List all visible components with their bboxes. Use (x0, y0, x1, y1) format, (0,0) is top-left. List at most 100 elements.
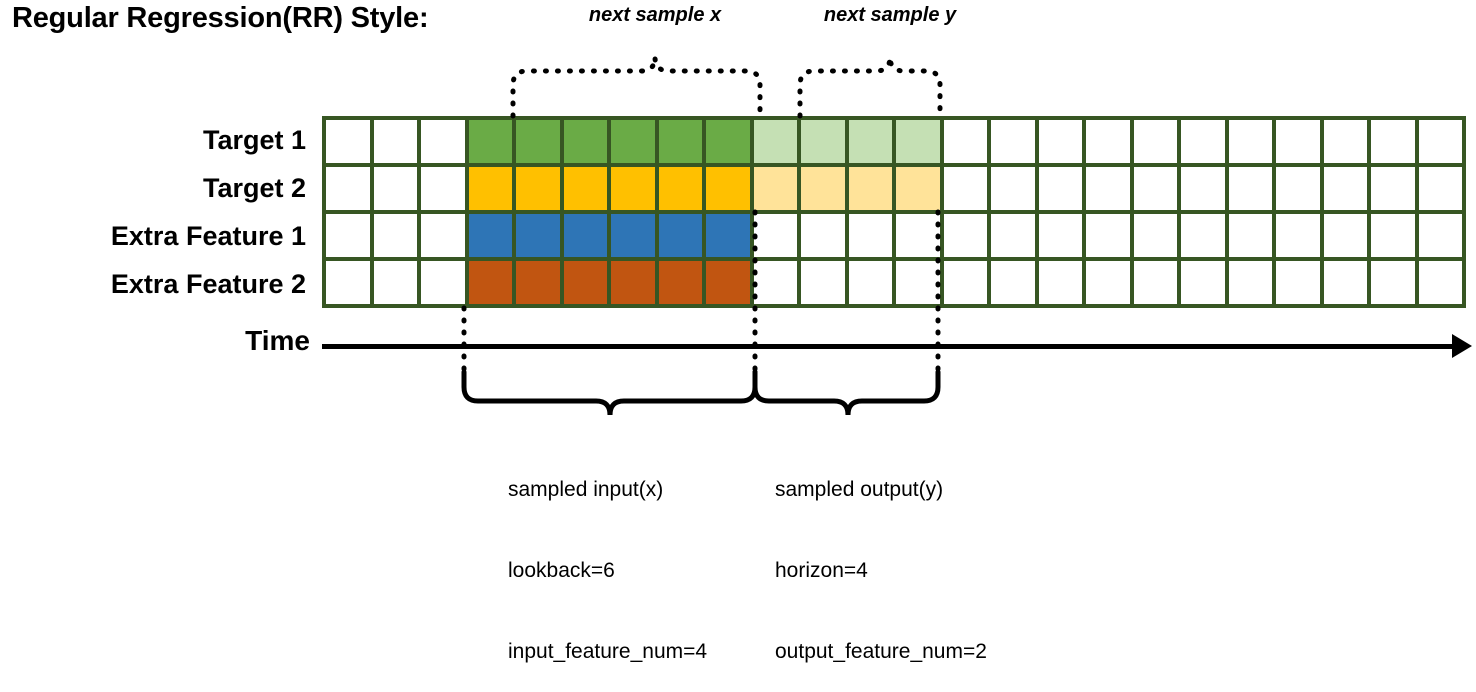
grid-cell (1228, 214, 1272, 257)
row-label-target-1: Target 1 (202, 125, 306, 155)
grid-cell (991, 214, 1035, 257)
grid-cell (373, 120, 417, 163)
grid-cell (801, 261, 845, 304)
grid-cell (801, 214, 845, 257)
grid-cell (801, 167, 845, 210)
grid-cell (373, 167, 417, 210)
grid-cell (1038, 167, 1082, 210)
grid-cell (706, 214, 750, 257)
bottom-brace-sampled-output (752, 369, 941, 416)
grid-cell (516, 261, 560, 304)
grid-cell (658, 120, 702, 163)
grid-cell (1228, 167, 1272, 210)
caption-input-line-1: sampled input(x) (508, 478, 664, 501)
grid-cell (1086, 214, 1130, 257)
grid-cell (563, 214, 607, 257)
grid-cell (1038, 120, 1082, 163)
grid-cell (896, 167, 940, 210)
grid-cell (1418, 214, 1462, 257)
grid-cell (563, 167, 607, 210)
grid-cell (1181, 261, 1225, 304)
grid-cell (563, 261, 607, 304)
grid-cell (706, 120, 750, 163)
time-axis-line (322, 344, 1466, 349)
grid-cell (1418, 120, 1462, 163)
grid-cell (848, 214, 892, 257)
timeseries-grid (322, 116, 1466, 308)
grid-cell (611, 120, 655, 163)
grid-cell (421, 167, 465, 210)
grid-cell (1418, 167, 1462, 210)
grid-cell (1371, 214, 1415, 257)
grid-cell (753, 261, 797, 304)
grid-cell (943, 120, 987, 163)
grid-cell (1323, 261, 1367, 304)
grid-cell (848, 261, 892, 304)
grid-cell (658, 214, 702, 257)
grid-cell (1276, 261, 1320, 304)
next-sample-y-label: next sample y (823, 4, 957, 26)
grid-cell (468, 167, 512, 210)
grid-cell (1133, 261, 1177, 304)
grid-cell (516, 214, 560, 257)
row-label-extra-feature-2: Extra Feature 2 (110, 269, 306, 299)
grid-cell (516, 120, 560, 163)
grid-cell (326, 167, 370, 210)
page-title: Regular Regression(RR) Style: (12, 2, 429, 34)
grid-cell (326, 214, 370, 257)
row-label-target-2: Target 2 (202, 173, 306, 203)
grid-cell (848, 167, 892, 210)
grid-cell (991, 167, 1035, 210)
grid-cell (468, 120, 512, 163)
grid-cell (1181, 167, 1225, 210)
grid-cell (706, 167, 750, 210)
grid-cell (468, 261, 512, 304)
caption-output-line-3: output_feature_num=2 (775, 640, 987, 663)
grid-cell (1371, 261, 1415, 304)
grid-cell (801, 120, 845, 163)
grid-cell (1323, 214, 1367, 257)
grid-cell (421, 214, 465, 257)
grid-cell (896, 120, 940, 163)
grid-cell (1276, 214, 1320, 257)
grid-cell (611, 214, 655, 257)
grid-cell (943, 214, 987, 257)
top-brace-next-sample-x (510, 56, 763, 119)
bottom-brace-sampled-input (461, 369, 758, 416)
caption-output-line-2: horizon=4 (775, 559, 868, 582)
grid-cell (896, 261, 940, 304)
grid-cell (706, 261, 750, 304)
grid-cell (1228, 120, 1272, 163)
grid-cell (943, 167, 987, 210)
caption-input-line-2: lookback=6 (508, 559, 615, 582)
caption-output-line-1: sampled output(y) (775, 478, 944, 501)
time-axis-arrow-icon (1452, 334, 1472, 358)
grid-cell (326, 120, 370, 163)
grid-cell (1323, 167, 1367, 210)
grid-cell (516, 167, 560, 210)
grid-cell (1323, 120, 1367, 163)
grid-cell (658, 167, 702, 210)
grid-cell (468, 214, 512, 257)
grid-cell (848, 120, 892, 163)
grid-cell (1371, 167, 1415, 210)
grid-cell (1181, 214, 1225, 257)
grid-cell (991, 120, 1035, 163)
grid-cell (421, 261, 465, 304)
grid-cell (658, 261, 702, 304)
grid-cell (753, 167, 797, 210)
caption-sampled-output: sampled output(y) horizon=4 output_featu… (775, 422, 987, 692)
grid-cell (991, 261, 1035, 304)
grid-cell (611, 167, 655, 210)
grid-cell (1276, 167, 1320, 210)
grid-cell (1086, 261, 1130, 304)
grid-cell (563, 120, 607, 163)
row-label-extra-feature-1: Extra Feature 1 (110, 221, 306, 251)
caption-sampled-input: sampled input(x) lookback=6 input_featur… (508, 422, 707, 692)
grid-cell (373, 214, 417, 257)
grid-cell (1086, 167, 1130, 210)
grid-cell (896, 214, 940, 257)
grid-cell (1228, 261, 1272, 304)
grid-cell (1371, 120, 1415, 163)
grid-cell (326, 261, 370, 304)
